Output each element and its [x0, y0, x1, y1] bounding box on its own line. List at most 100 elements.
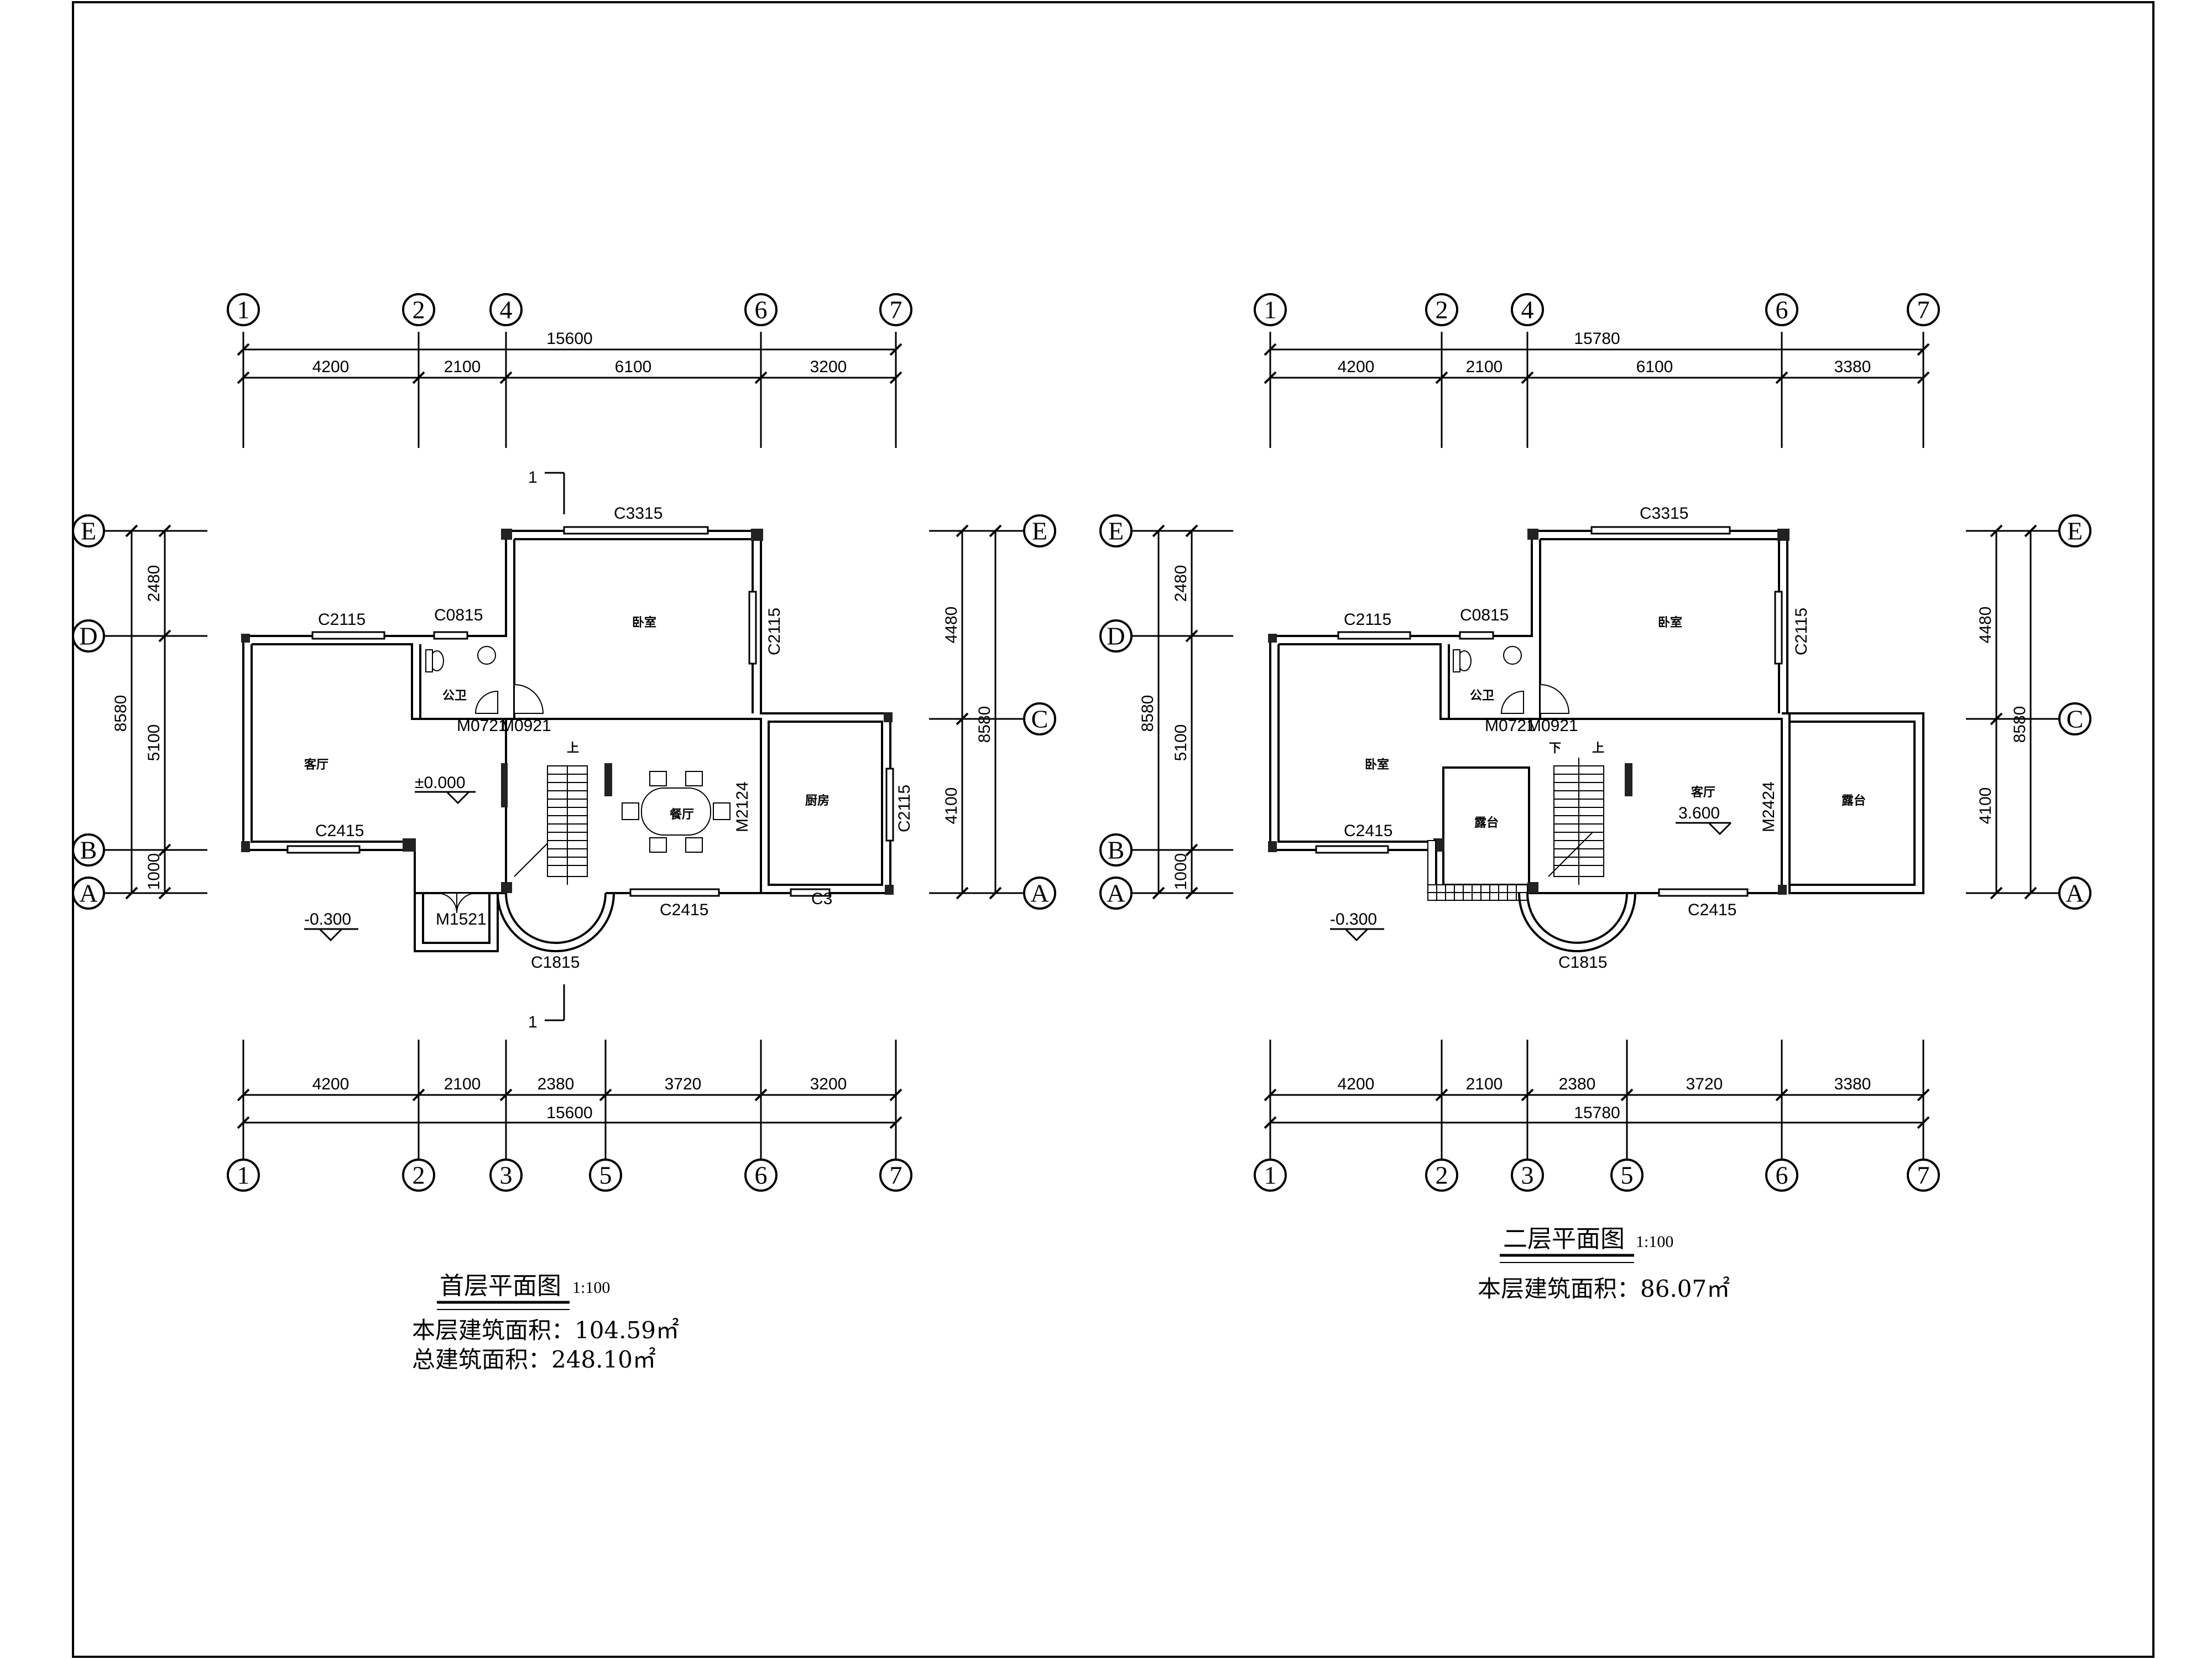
stair-tower: 上 — [497, 742, 615, 952]
axis-bubble — [2058, 702, 2091, 735]
axis-bubble — [1511, 1159, 1544, 1192]
top-seg-dim: 3200 — [810, 358, 847, 376]
axis-bubble — [227, 1159, 260, 1192]
window — [1590, 526, 1731, 535]
plan-title: 首层平面图 — [440, 1272, 561, 1300]
opening-label: C0815 — [434, 606, 483, 624]
plan-scale: 1:100 — [1636, 1233, 1673, 1251]
opening-label: C2415 — [1688, 901, 1736, 919]
right-total-dim: 8580 — [2011, 706, 2029, 743]
dining-table — [622, 771, 731, 853]
opening-label: C3315 — [614, 504, 662, 523]
window — [885, 768, 894, 842]
top-seg-dim: 2100 — [1466, 358, 1503, 376]
top-seg-dim: 6100 — [1636, 358, 1673, 376]
opening-label: M2124 — [733, 781, 752, 832]
window — [311, 631, 385, 640]
bottom-seg-dim: 2380 — [538, 1075, 575, 1093]
top-seg-dim: 4200 — [1338, 358, 1375, 376]
section-mark-label: 1 — [528, 468, 538, 487]
left-seg-dim: 2480 — [1172, 565, 1190, 602]
axis-bubble — [1023, 877, 1056, 910]
outdoor-level: -0.300 — [1330, 910, 1377, 928]
bottom-seg-dim: 3720 — [1686, 1075, 1723, 1093]
window — [629, 888, 720, 897]
axis-label: 3 — [1521, 1161, 1534, 1190]
axis-label: E — [1032, 517, 1047, 545]
room-wc: 公卫 — [442, 689, 467, 703]
opening-label: C2115 — [1344, 611, 1391, 629]
axis-bubble — [72, 514, 105, 547]
axis-bubble — [1099, 833, 1133, 867]
window — [1658, 888, 1749, 897]
left-seg-dim: 5100 — [1172, 724, 1190, 761]
axis-label: A — [1030, 879, 1048, 907]
section-mark: 1 1 — [528, 468, 565, 1031]
axis-bubble — [227, 293, 260, 326]
bottom-seg-dim: 3380 — [1834, 1075, 1871, 1093]
room-wc: 公卫 — [1470, 689, 1494, 703]
axis-label: A — [1107, 879, 1125, 907]
left-dimensions: 8580 2480 5100 1000 E D B A — [72, 514, 207, 910]
plan-title-block: 二层平面图 1:100 本层建筑面积：86.07㎡ — [1478, 1225, 1730, 1302]
window — [563, 526, 709, 535]
axis-label: C — [1031, 705, 1048, 733]
axis-label: 5 — [599, 1161, 612, 1190]
axis-label: E — [2067, 517, 2083, 545]
axis-bubble — [744, 1159, 778, 1192]
top-seg-dim: 2100 — [444, 358, 481, 376]
axis-bubble — [1099, 619, 1133, 653]
room-bedroom: 卧室 — [1658, 615, 1682, 630]
axis-bubble — [72, 833, 105, 867]
left-dimensions: 8580 2480 5100 1000 E D B A — [1099, 514, 1233, 910]
right-seg-dim: 4100 — [1976, 787, 1995, 825]
section-mark-label: 1 — [528, 1013, 538, 1031]
opening-label: M0721 — [457, 717, 508, 735]
bottom-total-dim: 15600 — [546, 1104, 592, 1122]
axis-bubble — [1765, 293, 1798, 326]
axis-label: 6 — [755, 296, 768, 324]
window — [433, 631, 468, 640]
right-seg-dim: 4100 — [942, 787, 961, 825]
wc-fixtures — [1453, 646, 1570, 714]
right-total-dim: 8580 — [975, 706, 994, 743]
opening-label: M2424 — [1760, 781, 1778, 832]
top-dimensions: 15780 4200 2100 6100 3380 1 2 4 6 7 — [1254, 293, 1940, 448]
axis-bubble — [1023, 514, 1056, 547]
window — [1459, 631, 1494, 640]
page-border — [72, 1, 2154, 1658]
room-kitchen: 厨房 — [805, 794, 830, 808]
axis-bubble — [489, 293, 523, 326]
opening-label: M1521 — [436, 910, 487, 928]
bottom-seg-dim: 3720 — [665, 1075, 702, 1093]
opening-label: M0921 — [1527, 717, 1578, 735]
opening-label: C2115 — [318, 611, 366, 629]
axis-label: 2 — [413, 296, 425, 324]
opening-label: C1815 — [531, 953, 580, 972]
opening-label: C2415 — [1344, 822, 1392, 840]
axis-bubble — [2058, 514, 2091, 547]
axis-bubble — [1254, 293, 1287, 326]
top-total-dim: 15600 — [546, 330, 592, 348]
axis-label: 1 — [1264, 296, 1277, 324]
axis-label: 4 — [1521, 296, 1534, 324]
axis-bubble — [1023, 702, 1056, 735]
bottom-seg-dim: 4200 — [312, 1075, 349, 1093]
plan-scale: 1:100 — [572, 1279, 610, 1297]
axis-bubble — [402, 1159, 435, 1192]
axis-label: B — [1108, 836, 1125, 864]
floor-level: 3.600 — [1678, 804, 1720, 822]
balcony-grating — [1427, 840, 1528, 901]
left-total-dim: 8580 — [112, 695, 130, 732]
outdoor-level: -0.300 — [304, 910, 351, 928]
axis-bubble — [1765, 1159, 1798, 1192]
top-total-dim: 15780 — [1574, 330, 1620, 348]
bottom-seg-dim: 2380 — [1559, 1075, 1596, 1093]
stair-up-label: 上 — [1592, 742, 1604, 755]
axis-bubble — [1511, 293, 1544, 326]
axis-label: 5 — [1621, 1161, 1634, 1190]
left-seg-dim: 1000 — [1172, 853, 1190, 890]
windows — [286, 526, 894, 897]
axis-bubble — [2058, 877, 2091, 910]
axis-label: 7 — [890, 1161, 902, 1190]
